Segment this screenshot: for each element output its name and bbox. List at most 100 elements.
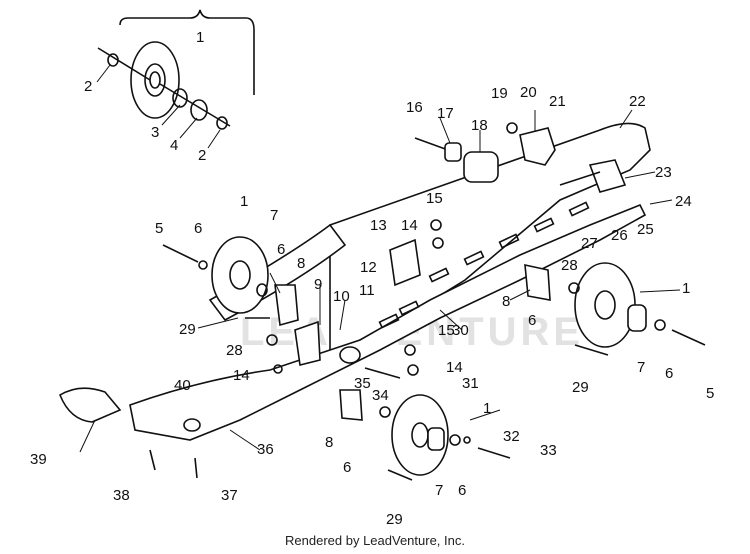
bolt-27 (559, 171, 601, 186)
washer-6e (654, 319, 666, 331)
callout-label: 1 (240, 193, 248, 210)
nut-14c (273, 364, 283, 374)
callout-label: 35 (354, 375, 371, 392)
callout-labels: 1 2 3 4 2 16 17 18 19 20 21 22 23 24 25 … (30, 29, 714, 528)
callout-label: 38 (113, 487, 130, 504)
callout-label: 7 (270, 207, 278, 224)
callout-label: 2 (198, 147, 206, 164)
callout-label: 15 (438, 322, 455, 339)
bolt-40 (183, 418, 201, 432)
callout-label: 36 (257, 441, 274, 458)
callout-label: 29 (386, 511, 403, 528)
callout-label: 22 (629, 93, 646, 110)
washer-6a (198, 260, 208, 270)
wheel-top (130, 41, 180, 119)
callout-label: 19 (491, 85, 508, 102)
screw-37 (194, 457, 198, 479)
wheel-bottom (391, 394, 449, 476)
callout-label: 33 (540, 442, 557, 459)
bushing-7b (627, 304, 647, 332)
render-credit: Rendered by LeadVenture, Inc. (285, 533, 465, 548)
rail-lower (129, 203, 647, 441)
callout-label: 6 (458, 482, 466, 499)
callout-label: 31 (462, 375, 479, 392)
callout-label: 14 (401, 217, 418, 234)
nut-15a (430, 219, 442, 231)
nut-28a (266, 334, 278, 346)
rail-tip-39 (59, 387, 122, 423)
bracket-8a (274, 284, 299, 327)
callout-label: 7 (637, 359, 645, 376)
callout-label: 30 (452, 322, 469, 339)
callout-label: 4 (170, 137, 178, 154)
callout-label: 28 (226, 342, 243, 359)
washer-32 (463, 436, 471, 444)
bearing-3 (172, 88, 188, 108)
callout-label: 13 (370, 217, 387, 234)
spacer-18 (463, 151, 499, 183)
callout-label: 8 (502, 293, 510, 310)
screw-38 (149, 449, 156, 471)
callout-label: 27 (581, 235, 598, 252)
callout-label: 39 (30, 451, 47, 468)
callout-label: 1 (483, 400, 491, 417)
wheel-top-hub (144, 63, 166, 97)
bracket-13 (389, 238, 421, 287)
callout-label: 37 (221, 487, 238, 504)
bolt-16 (414, 137, 449, 151)
callout-label: 12 (360, 259, 377, 276)
callout-label: 17 (437, 105, 454, 122)
callout-label: 10 (333, 288, 350, 305)
callout-label: 32 (503, 428, 520, 445)
group-bracket (119, 9, 255, 95)
callout-label: 28 (561, 257, 578, 274)
wheel-left (211, 236, 269, 314)
bolt-2b (216, 116, 228, 130)
callout-label: 18 (471, 117, 488, 134)
washer-6d (379, 406, 391, 418)
callout-label: 1 (196, 29, 204, 46)
callout-label: 23 (655, 164, 672, 181)
callout-label: 15 (426, 190, 443, 207)
callout-label: 14 (233, 367, 250, 384)
callout-label: 1 (682, 280, 690, 297)
callout-label: 2 (84, 78, 92, 95)
callout-label: 26 (611, 227, 628, 244)
callout-label: 9 (314, 276, 322, 293)
callout-label: 21 (549, 93, 566, 110)
callout-label: 3 (151, 124, 159, 141)
callout-label: 29 (572, 379, 589, 396)
callout-label: 6 (343, 459, 351, 476)
callout-label: 20 (520, 84, 537, 101)
callout-label: 14 (446, 359, 463, 376)
callout-label: 25 (637, 221, 654, 238)
bolt-5a (162, 244, 199, 263)
nut-15b (404, 344, 416, 356)
washer-6c (568, 282, 580, 294)
callout-label: 34 (372, 387, 389, 404)
callout-label: 8 (325, 434, 333, 451)
washer-6b (256, 283, 268, 297)
bolt-29c (574, 344, 609, 356)
bolt-29b (387, 469, 413, 481)
callout-label: 5 (706, 385, 714, 402)
bracket-23 (588, 159, 627, 193)
bracket-8b (524, 263, 551, 301)
nut-14b (407, 364, 419, 376)
bracket-21 (519, 127, 556, 166)
bushing-7c (427, 427, 445, 451)
bolt-5b (671, 329, 706, 346)
bracket-8c (339, 389, 363, 421)
callout-label: 24 (675, 193, 692, 210)
nut-19 (506, 122, 518, 134)
washer-6f (449, 434, 461, 446)
snap-ring-4 (190, 99, 208, 121)
callout-label: 6 (528, 312, 536, 329)
bolt-33 (477, 447, 511, 459)
bolt-31 (364, 367, 401, 379)
bushing-17 (444, 142, 462, 162)
callout-label: 6 (277, 241, 285, 258)
plate-9 (294, 320, 321, 366)
